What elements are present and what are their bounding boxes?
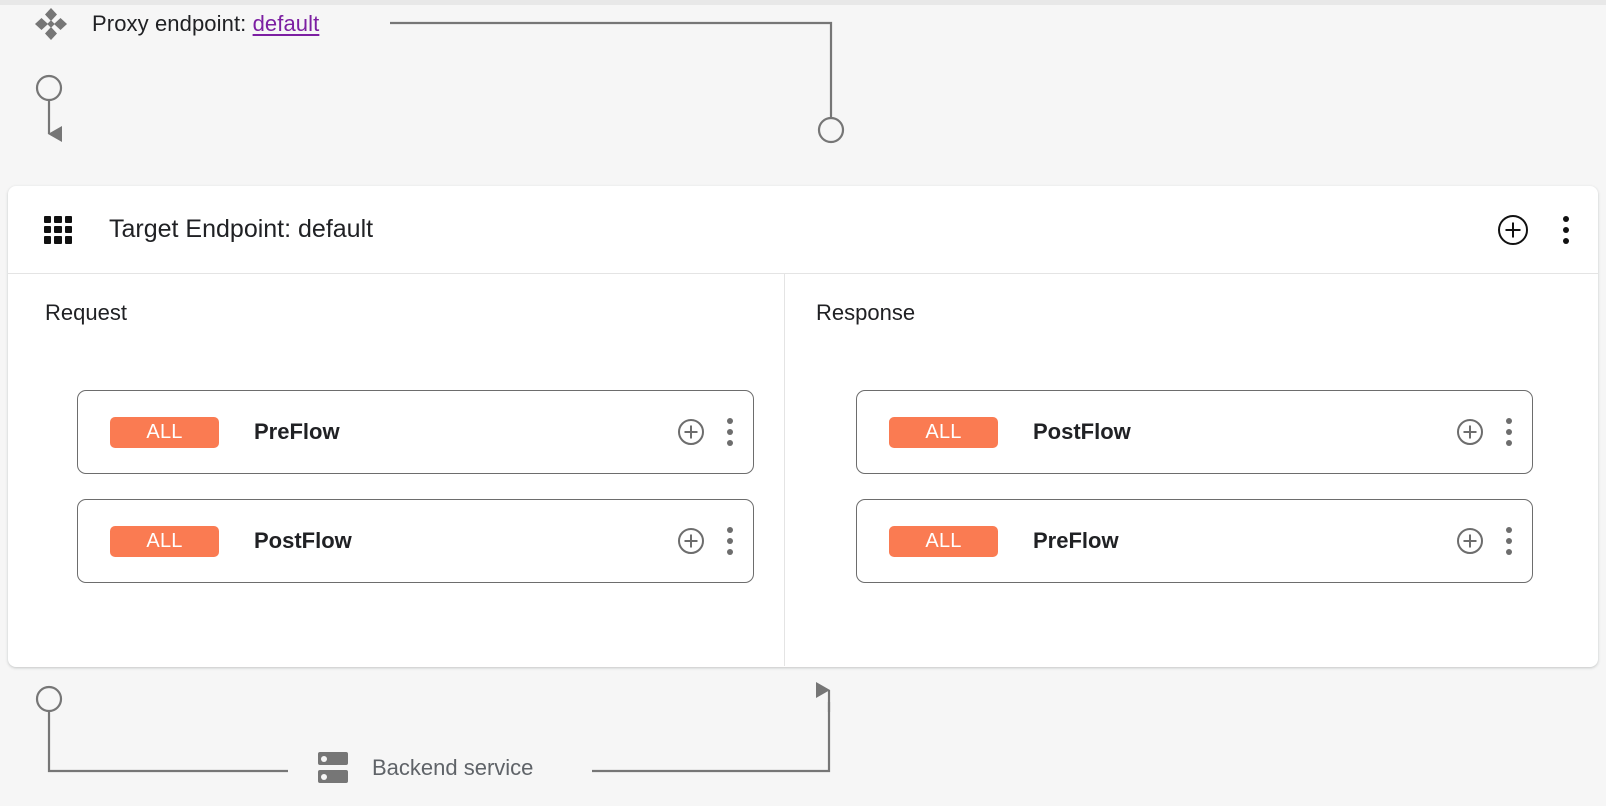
response-column-label: Response xyxy=(816,300,916,325)
flow-row[interactable]: ALL PostFlow xyxy=(856,390,1533,474)
target-endpoint-body: Request ALL PreFlow xyxy=(8,274,1598,666)
flow-name: PreFlow xyxy=(254,419,340,444)
more-options-icon xyxy=(1505,418,1513,446)
proxy-diamond-icon xyxy=(34,7,68,41)
more-options-icon xyxy=(726,527,734,555)
flow-add-button[interactable] xyxy=(678,528,704,554)
node-target-request-out xyxy=(35,685,63,713)
wire-backend-to-target xyxy=(592,702,831,773)
flow-name: PostFlow xyxy=(1033,419,1131,444)
flow-row[interactable]: ALL PostFlow xyxy=(77,499,754,583)
add-icon xyxy=(678,419,704,445)
backend-service-node[interactable]: Backend service xyxy=(318,751,533,785)
flow-more-button[interactable] xyxy=(726,527,734,555)
flow-row-actions xyxy=(1457,527,1513,555)
flow-add-button[interactable] xyxy=(678,419,704,445)
status-badge: ALL xyxy=(110,416,219,448)
add-icon xyxy=(678,528,704,554)
target-endpoint-more-button[interactable] xyxy=(1562,215,1570,244)
add-icon xyxy=(1457,419,1483,445)
status-badge: ALL xyxy=(889,416,998,448)
flow-row-actions xyxy=(678,527,734,555)
wire-proxy-to-target-top xyxy=(390,21,833,118)
response-flow-list: ALL PostFlow xyxy=(856,390,1533,608)
flow-row[interactable]: ALL PreFlow xyxy=(856,499,1533,583)
flow-add-button[interactable] xyxy=(1457,419,1483,445)
server-icon xyxy=(318,751,348,785)
flow-add-button[interactable] xyxy=(1457,528,1483,554)
wire-target-to-backend xyxy=(47,711,288,773)
status-badge: ALL xyxy=(110,525,219,557)
request-flow-list: ALL PreFlow xyxy=(77,390,754,608)
proxy-endpoint-title: Proxy endpoint: default xyxy=(92,11,319,37)
top-edge-strip xyxy=(0,0,1606,5)
request-column-label: Request xyxy=(45,300,127,325)
response-column: Response ALL PostFlow xyxy=(785,274,1598,666)
proxy-endpoint-header: Proxy endpoint: default xyxy=(34,6,319,42)
target-endpoint-card: Target Endpoint: default Request xyxy=(8,186,1598,667)
more-options-icon xyxy=(726,418,734,446)
status-badge: ALL xyxy=(889,525,998,557)
add-icon xyxy=(1457,528,1483,554)
backend-service-label: Backend service xyxy=(372,755,534,780)
flow-name: PostFlow xyxy=(254,528,352,553)
target-endpoint-title: Target Endpoint: default xyxy=(109,215,374,243)
node-proxy-response-out xyxy=(817,116,845,144)
flow-row-actions xyxy=(678,418,734,446)
target-endpoint-add-button[interactable] xyxy=(1498,214,1528,245)
request-column: Request ALL PreFlow xyxy=(8,274,785,666)
flow-row[interactable]: ALL PreFlow xyxy=(77,390,754,474)
flow-row-actions xyxy=(1457,418,1513,446)
proxy-endpoint-label: Proxy endpoint: xyxy=(92,11,247,36)
target-endpoint-header: Target Endpoint: default xyxy=(8,186,1598,274)
more-options-icon xyxy=(1562,215,1570,244)
flow-name: PreFlow xyxy=(1033,528,1119,553)
proxy-endpoint-name-link[interactable]: default xyxy=(252,11,320,36)
add-icon xyxy=(1498,214,1528,245)
target-endpoint-actions xyxy=(1498,214,1570,245)
flow-more-button[interactable] xyxy=(1505,527,1513,555)
flow-more-button[interactable] xyxy=(726,418,734,446)
node-proxy-request-out xyxy=(35,74,63,102)
more-options-icon xyxy=(1505,527,1513,555)
apps-grid-icon xyxy=(44,215,72,244)
flow-more-button[interactable] xyxy=(1505,418,1513,446)
